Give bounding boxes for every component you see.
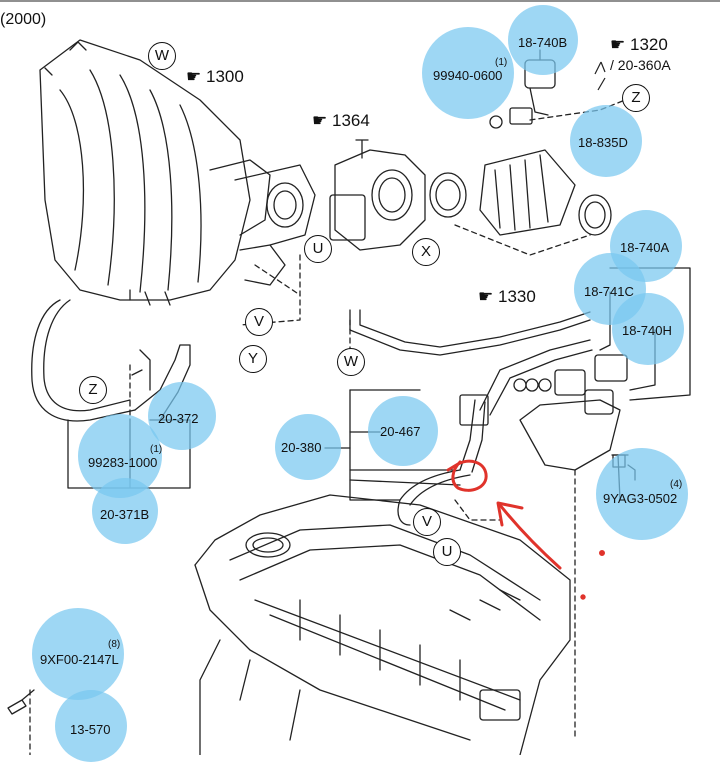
callout-w-top: W (148, 42, 176, 70)
part-18-740a[interactable]: 18-740A (620, 240, 670, 255)
part-99940-0600[interactable]: 99940-0600 (433, 68, 503, 83)
callout-y: Y (239, 345, 267, 373)
part-9yag3-0502[interactable]: 9YAG3-0502 (603, 491, 678, 506)
reference-hand-icon: ☛ (610, 35, 626, 54)
ref-20-360a[interactable]: / 20-360A (610, 57, 671, 73)
reference-hand-icon: ☛ (186, 67, 202, 86)
reference-hand-icon: ☛ (312, 111, 328, 130)
ref-1320[interactable]: ☛ 1320 (610, 36, 668, 53)
part-18-741c[interactable]: 18-741C (584, 284, 634, 299)
air-hose (429, 149, 612, 236)
ref-1330-text: 1330 (497, 287, 536, 306)
part-13-570[interactable]: 13-570 (70, 722, 111, 737)
ref-1300-text: 1300 (205, 67, 244, 86)
intake-manifold (39, 39, 316, 306)
bubble-13-570 (55, 690, 127, 762)
ref-1300[interactable]: ☛ 1300 (186, 68, 244, 85)
part-20-371b[interactable]: 20-371B (100, 507, 150, 522)
callout-u-bottom: U (433, 538, 461, 566)
part-99940-qty: (1) (495, 57, 508, 68)
bubble-20-372 (148, 382, 216, 450)
bubble-20-467 (368, 396, 438, 466)
bubble-99940-0600 (422, 27, 514, 119)
callout-v-bottom: V (413, 508, 441, 536)
part-99283-1000[interactable]: 99283-1000 (88, 455, 158, 470)
callout-x: X (412, 238, 440, 266)
bubble-20-371b (92, 478, 158, 544)
bubble-18-740b (508, 5, 578, 75)
callout-v-mid: V (245, 308, 273, 336)
callout-u-top: U (304, 235, 332, 263)
red-annotation (446, 459, 605, 600)
ref-1364-text: 1364 (331, 111, 370, 130)
part-18-835d[interactable]: 18-835D (578, 135, 628, 150)
bubble-18-835d (570, 105, 642, 177)
part-20-467[interactable]: 20-467 (380, 424, 421, 439)
ref-1320-text: 1320 (629, 35, 668, 54)
bubble-9xf00-2147l (32, 608, 124, 700)
part-18-740b[interactable]: 18-740B (518, 35, 568, 50)
reference-hand-icon: ☛ (478, 287, 494, 306)
year-heading: (2000) (0, 11, 47, 28)
part-9yag3-qty: (4) (670, 479, 683, 490)
bubble-18-740h (612, 293, 684, 365)
part-9xf00-qty: (8) (108, 639, 121, 650)
cylinder-head (194, 494, 571, 755)
bubble-20-380 (275, 414, 341, 480)
bubble-9yag3-0502 (596, 448, 688, 540)
callout-z-top: Z (622, 84, 650, 112)
part-20-372[interactable]: 20-372 (158, 411, 199, 426)
part-9xf00-2147l[interactable]: 9XF00-2147L (40, 652, 119, 667)
part-20-380[interactable]: 20-380 (281, 440, 322, 455)
ref-1330[interactable]: ☛ 1330 (478, 288, 536, 305)
ref-1364[interactable]: ☛ 1364 (312, 112, 370, 129)
throttle-body (329, 139, 426, 251)
part-99283-qty: (1) (150, 444, 163, 455)
part-18-740h[interactable]: 18-740H (622, 323, 672, 338)
callout-z-left: Z (79, 376, 107, 404)
callout-w-mid: W (337, 348, 365, 376)
